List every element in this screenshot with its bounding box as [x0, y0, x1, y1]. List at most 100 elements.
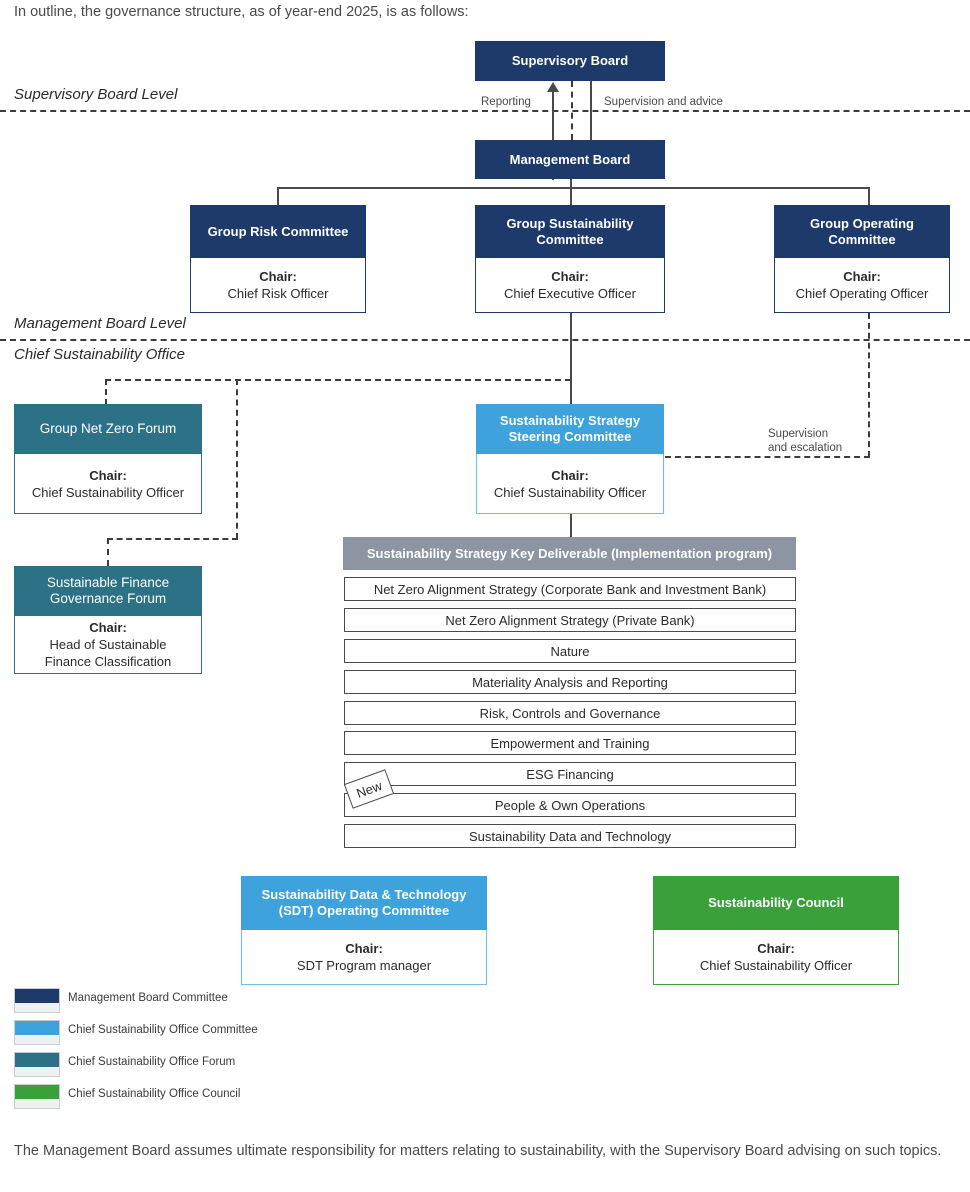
group-sustainability-committee-chair: Chief Executive Officer [504, 286, 636, 301]
node-sdt-operating-committee[interactable]: Sustainability Data & Technology (SDT) O… [241, 876, 487, 985]
ssc-title-line1: Sustainability Strategy [499, 413, 641, 428]
sustainability-strategy-steering-committee-body: Chair: Chief Sustainability Officer [476, 454, 664, 514]
sustainable-finance-governance-forum-chair-line2: Finance Classification [44, 654, 172, 669]
chair-label: Chair: [551, 467, 589, 483]
node-group-risk-committee[interactable]: Group Risk Committee Chair: Chief Risk O… [190, 205, 366, 313]
reporting-arrow-head-icon [547, 82, 559, 92]
sustainable-finance-governance-forum-title-line2: Governance Forum [49, 591, 167, 606]
chair-label: Chair: [259, 269, 297, 284]
legend-label: Management Board Committee [68, 992, 228, 1004]
management-board-title: Management Board [475, 140, 665, 179]
legend-item-cso-committee: Chief Sustainability Office Committee [14, 1020, 334, 1045]
deliverable-row[interactable]: Sustainability Data and Technology [344, 824, 796, 848]
ssc-chair: Chief Sustainability Officer [493, 484, 647, 500]
legend-swatch [14, 988, 60, 1013]
group-sustainability-committee-body: Chair: Chief Executive Officer [475, 258, 665, 313]
legend-label: Chief Sustainability Office Council [68, 1088, 241, 1100]
committee-bus [277, 187, 869, 189]
group-operating-committee-chair: Chief Operating Officer [795, 286, 929, 301]
footer-paragraph: The Management Board assumes ultimate re… [14, 1143, 942, 1159]
sdt-operating-committee-title-line1: Sustainability Data & Technology [261, 887, 467, 902]
chair-label: Chair: [89, 620, 127, 635]
group-operating-committee-title-line2: Committee [828, 231, 896, 247]
chair-label: Chair: [89, 467, 127, 483]
node-group-operating-committee[interactable]: Group Operating Committee Chair: Chief O… [774, 205, 950, 313]
sustainable-finance-dash-bus [107, 538, 238, 540]
sustainable-finance-dash-stem [236, 379, 238, 539]
deliverable-row[interactable]: Empowerment and Training [344, 731, 796, 755]
cso-dash-bus [105, 379, 571, 381]
supervision-advice-edge-label: Supervision and advice [604, 96, 723, 108]
cso-level-label: Chief Sustainability Office [14, 346, 185, 363]
legend-swatch-color [15, 1021, 59, 1035]
ssc-title-line2: Steering Committee [508, 429, 632, 444]
sustainability-strategy-steering-committee-title: Sustainability Strategy Steering Committ… [476, 404, 664, 454]
supervision-advice-arrow-line [590, 81, 592, 169]
sustainability-council-body: Chair: Chief Sustainability Officer [653, 930, 899, 985]
node-sustainability-strategy-steering-committee[interactable]: Sustainability Strategy Steering Committ… [476, 404, 664, 514]
legend-swatch-color [15, 1085, 59, 1099]
sustainability-council-chair: Chief Sustainability Officer [699, 958, 853, 973]
supervisory-level-divider [0, 110, 970, 112]
group-risk-committee-chair: Chief Risk Officer [227, 286, 329, 301]
group-operating-committee-title: Group Operating Committee [774, 205, 950, 258]
group-operating-committee-stem [868, 187, 870, 206]
chair-label: Chair: [757, 941, 795, 956]
supervisory-level-label: Supervisory Board Level [14, 86, 178, 103]
sustainable-finance-dash-drop [107, 538, 109, 566]
gsc-to-ssc-connector [570, 313, 572, 410]
deliverable-row[interactable]: People & Own Operations [344, 793, 796, 817]
node-sustainability-council[interactable]: Sustainability Council Chair: Chief Sust… [653, 876, 899, 985]
node-management-board[interactable]: Management Board [475, 140, 665, 179]
sustainable-finance-governance-forum-chair-line1: Head of Sustainable [49, 637, 167, 652]
sustainable-finance-governance-forum-title: Sustainable Finance Governance Forum [14, 566, 202, 616]
legend-swatch [14, 1020, 60, 1045]
legend-swatch-color [15, 1053, 59, 1067]
intro-paragraph: In outline, the governance structure, as… [14, 4, 469, 20]
management-level-divider [0, 339, 970, 341]
legend-item-cso-forum: Chief Sustainability Office Forum [14, 1052, 334, 1077]
group-risk-committee-body: Chair: Chief Risk Officer [190, 258, 366, 313]
legend-label: Chief Sustainability Office Committee [68, 1024, 258, 1036]
group-sustainability-committee-title: Group Sustainability Committee [475, 205, 665, 258]
deliverable-row[interactable]: Materiality Analysis and Reporting [344, 670, 796, 694]
node-group-sustainability-committee[interactable]: Group Sustainability Committee Chair: Ch… [475, 205, 665, 313]
net-zero-forum-dash-stem [105, 379, 107, 405]
supervisory-board-title: Supervisory Board [475, 41, 665, 81]
sdt-operating-committee-title-line2: (SDT) Operating Committee [278, 903, 450, 918]
group-risk-committee-stem [277, 187, 279, 206]
deliverable-row[interactable]: ESG Financing [344, 762, 796, 786]
group-sustainability-committee-title-line2: Committee [536, 231, 604, 247]
sustainable-finance-governance-forum-body: Chair: Head of Sustainable Finance Class… [14, 616, 202, 674]
cso-spine-dash-top [571, 81, 573, 140]
deliverable-row[interactable]: Net Zero Alignment Strategy (Private Ban… [344, 608, 796, 632]
legend-item-cso-council: Chief Sustainability Office Council [14, 1084, 334, 1109]
legend-swatch [14, 1084, 60, 1109]
node-group-net-zero-forum[interactable]: Group Net Zero Forum Chair: Chief Sustai… [14, 404, 202, 514]
reporting-arrow-line [552, 92, 554, 180]
sdt-operating-committee-title: Sustainability Data & Technology (SDT) O… [241, 876, 487, 930]
group-net-zero-forum-chair: Chief Sustainability Officer [31, 484, 185, 500]
legend-item-management-board-committee: Management Board Committee [14, 988, 334, 1013]
escalation-edge-label: Supervision and escalation [768, 427, 842, 455]
group-net-zero-forum-body: Chair: Chief Sustainability Officer [14, 454, 202, 514]
deliverable-row[interactable]: Net Zero Alignment Strategy (Corporate B… [344, 577, 796, 601]
sustainability-council-title: Sustainability Council [653, 876, 899, 930]
group-risk-committee-title: Group Risk Committee [190, 205, 366, 258]
escalation-dash-horizontal [665, 456, 870, 458]
management-level-label: Management Board Level [14, 315, 186, 332]
node-sustainable-finance-governance-forum[interactable]: Sustainable Finance Governance Forum Cha… [14, 566, 202, 674]
deliverables-header: Sustainability Strategy Key Deliverable … [343, 537, 796, 570]
group-operating-committee-body: Chair: Chief Operating Officer [774, 258, 950, 313]
node-supervisory-board[interactable]: Supervisory Board [475, 41, 665, 81]
chair-label: Chair: [551, 269, 589, 284]
legend-label: Chief Sustainability Office Forum [68, 1056, 236, 1068]
deliverable-row[interactable]: Risk, Controls and Governance [344, 701, 796, 725]
group-operating-committee-title-line1: Group Operating [810, 215, 914, 231]
deliverable-row[interactable]: Nature [344, 639, 796, 663]
escalation-dash-vertical [868, 313, 870, 457]
escalation-edge-label-line1: Supervision [768, 428, 829, 440]
legend-swatch [14, 1052, 60, 1077]
chair-label: Chair: [843, 269, 881, 284]
reporting-edge-label: Reporting [481, 96, 531, 108]
